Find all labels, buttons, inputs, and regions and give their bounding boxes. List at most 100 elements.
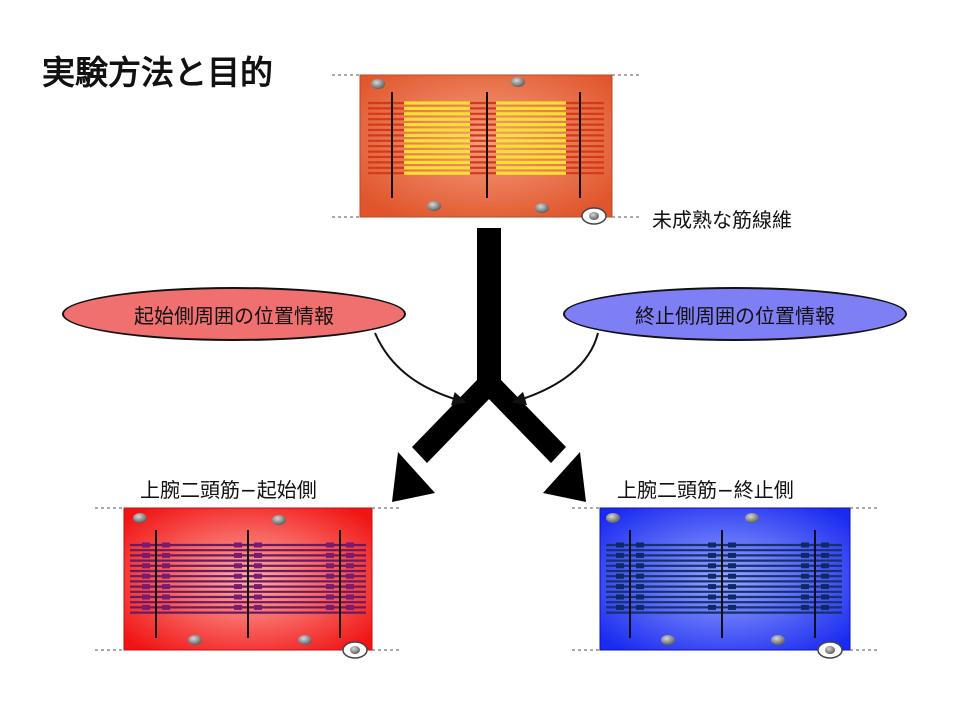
nucleus [371,79,385,89]
nucleus [298,635,312,645]
thick-filament [404,123,470,127]
nucleus [188,635,202,645]
immature-fiber-label: 未成熟な筋線維 [652,208,792,232]
a-band-block [708,584,716,590]
a-band-block [142,563,150,569]
thick-filament [496,133,566,137]
a-band-block [326,594,334,600]
origin-fiber [95,507,400,659]
a-band-block [616,573,624,579]
biceps-origin-label: 上腕二頭筋−起始側 [140,478,317,502]
a-band-block [346,573,354,579]
nucleus [511,77,525,87]
satellite-cell-nucleus [825,646,835,654]
a-band-block [254,573,262,579]
origin-info-ellipse: 起始側周囲の位置情報 [62,287,406,341]
a-band-block [234,563,242,569]
a-band-block [326,542,334,548]
thick-filament [496,166,566,170]
insertion-info-ellipse: 終止側周囲の位置情報 [563,287,907,341]
a-band-block [234,542,242,548]
thick-filament [404,171,470,175]
a-band-block [254,563,262,569]
page-title: 実験方法と目的 [42,53,273,92]
thick-filament [404,106,470,110]
thick-filament [496,160,566,164]
thick-filament [496,155,566,159]
thick-filament [496,150,566,154]
thick-filament [496,106,566,110]
a-band-block [636,604,644,610]
a-band-block [254,594,262,600]
thick-filament [404,160,470,164]
a-band-block [162,563,170,569]
a-band-block [801,594,809,600]
a-band-block [821,584,829,590]
a-band-block [728,542,736,548]
a-band-block [728,563,736,569]
nucleus [427,201,441,211]
curved-arrow-right [511,332,599,406]
immature-fiber [332,74,640,225]
thick-filament [496,171,566,175]
nucleus [133,513,147,523]
a-band-block [708,563,716,569]
a-band-block [616,563,624,569]
a-band-block [162,594,170,600]
a-band-block [728,584,736,590]
a-band-block [636,584,644,590]
thick-filament [496,144,566,148]
a-band-block [708,552,716,558]
nucleus [606,513,620,523]
a-band-block [142,604,150,610]
a-band-block [821,552,829,558]
a-band-block [142,584,150,590]
a-band-block [821,604,829,610]
a-band-block [142,594,150,600]
curved-arrow-left [374,332,467,406]
a-band-block [708,604,716,610]
a-band-block [728,573,736,579]
a-band-block [346,552,354,558]
thick-filament [496,128,566,132]
thick-filament [496,123,566,127]
insertion-fiber [572,507,878,659]
thick-filament [404,139,470,143]
a-band-block [346,594,354,600]
satellite-cell-nucleus [350,646,360,654]
a-band-block [162,604,170,610]
a-band-block [616,604,624,610]
thick-filament [404,144,470,148]
a-band-block [801,604,809,610]
a-band-block [616,594,624,600]
a-band-block [254,552,262,558]
a-band-block [234,594,242,600]
a-band-block [821,542,829,548]
merge-arrow [392,228,586,502]
thick-filament [496,117,566,121]
a-band-block [801,573,809,579]
a-band-block [821,563,829,569]
thick-filament [404,117,470,121]
a-band-block [142,573,150,579]
a-band-block [821,573,829,579]
nucleus [661,635,675,645]
thick-filament [496,101,566,105]
nucleus [535,203,549,213]
thick-filament [404,128,470,132]
a-band-block [801,563,809,569]
a-band-block [708,542,716,548]
a-band-block [346,604,354,610]
biceps-insertion-label: 上腕二頭筋−終止側 [617,478,794,502]
a-band-block [142,542,150,548]
a-band-block [801,552,809,558]
a-band-block [234,552,242,558]
a-band-block [801,542,809,548]
a-band-block [346,542,354,548]
a-band-block [326,584,334,590]
thick-filament [404,101,470,105]
a-band-block [728,594,736,600]
a-band-block [728,552,736,558]
a-band-block [142,552,150,558]
